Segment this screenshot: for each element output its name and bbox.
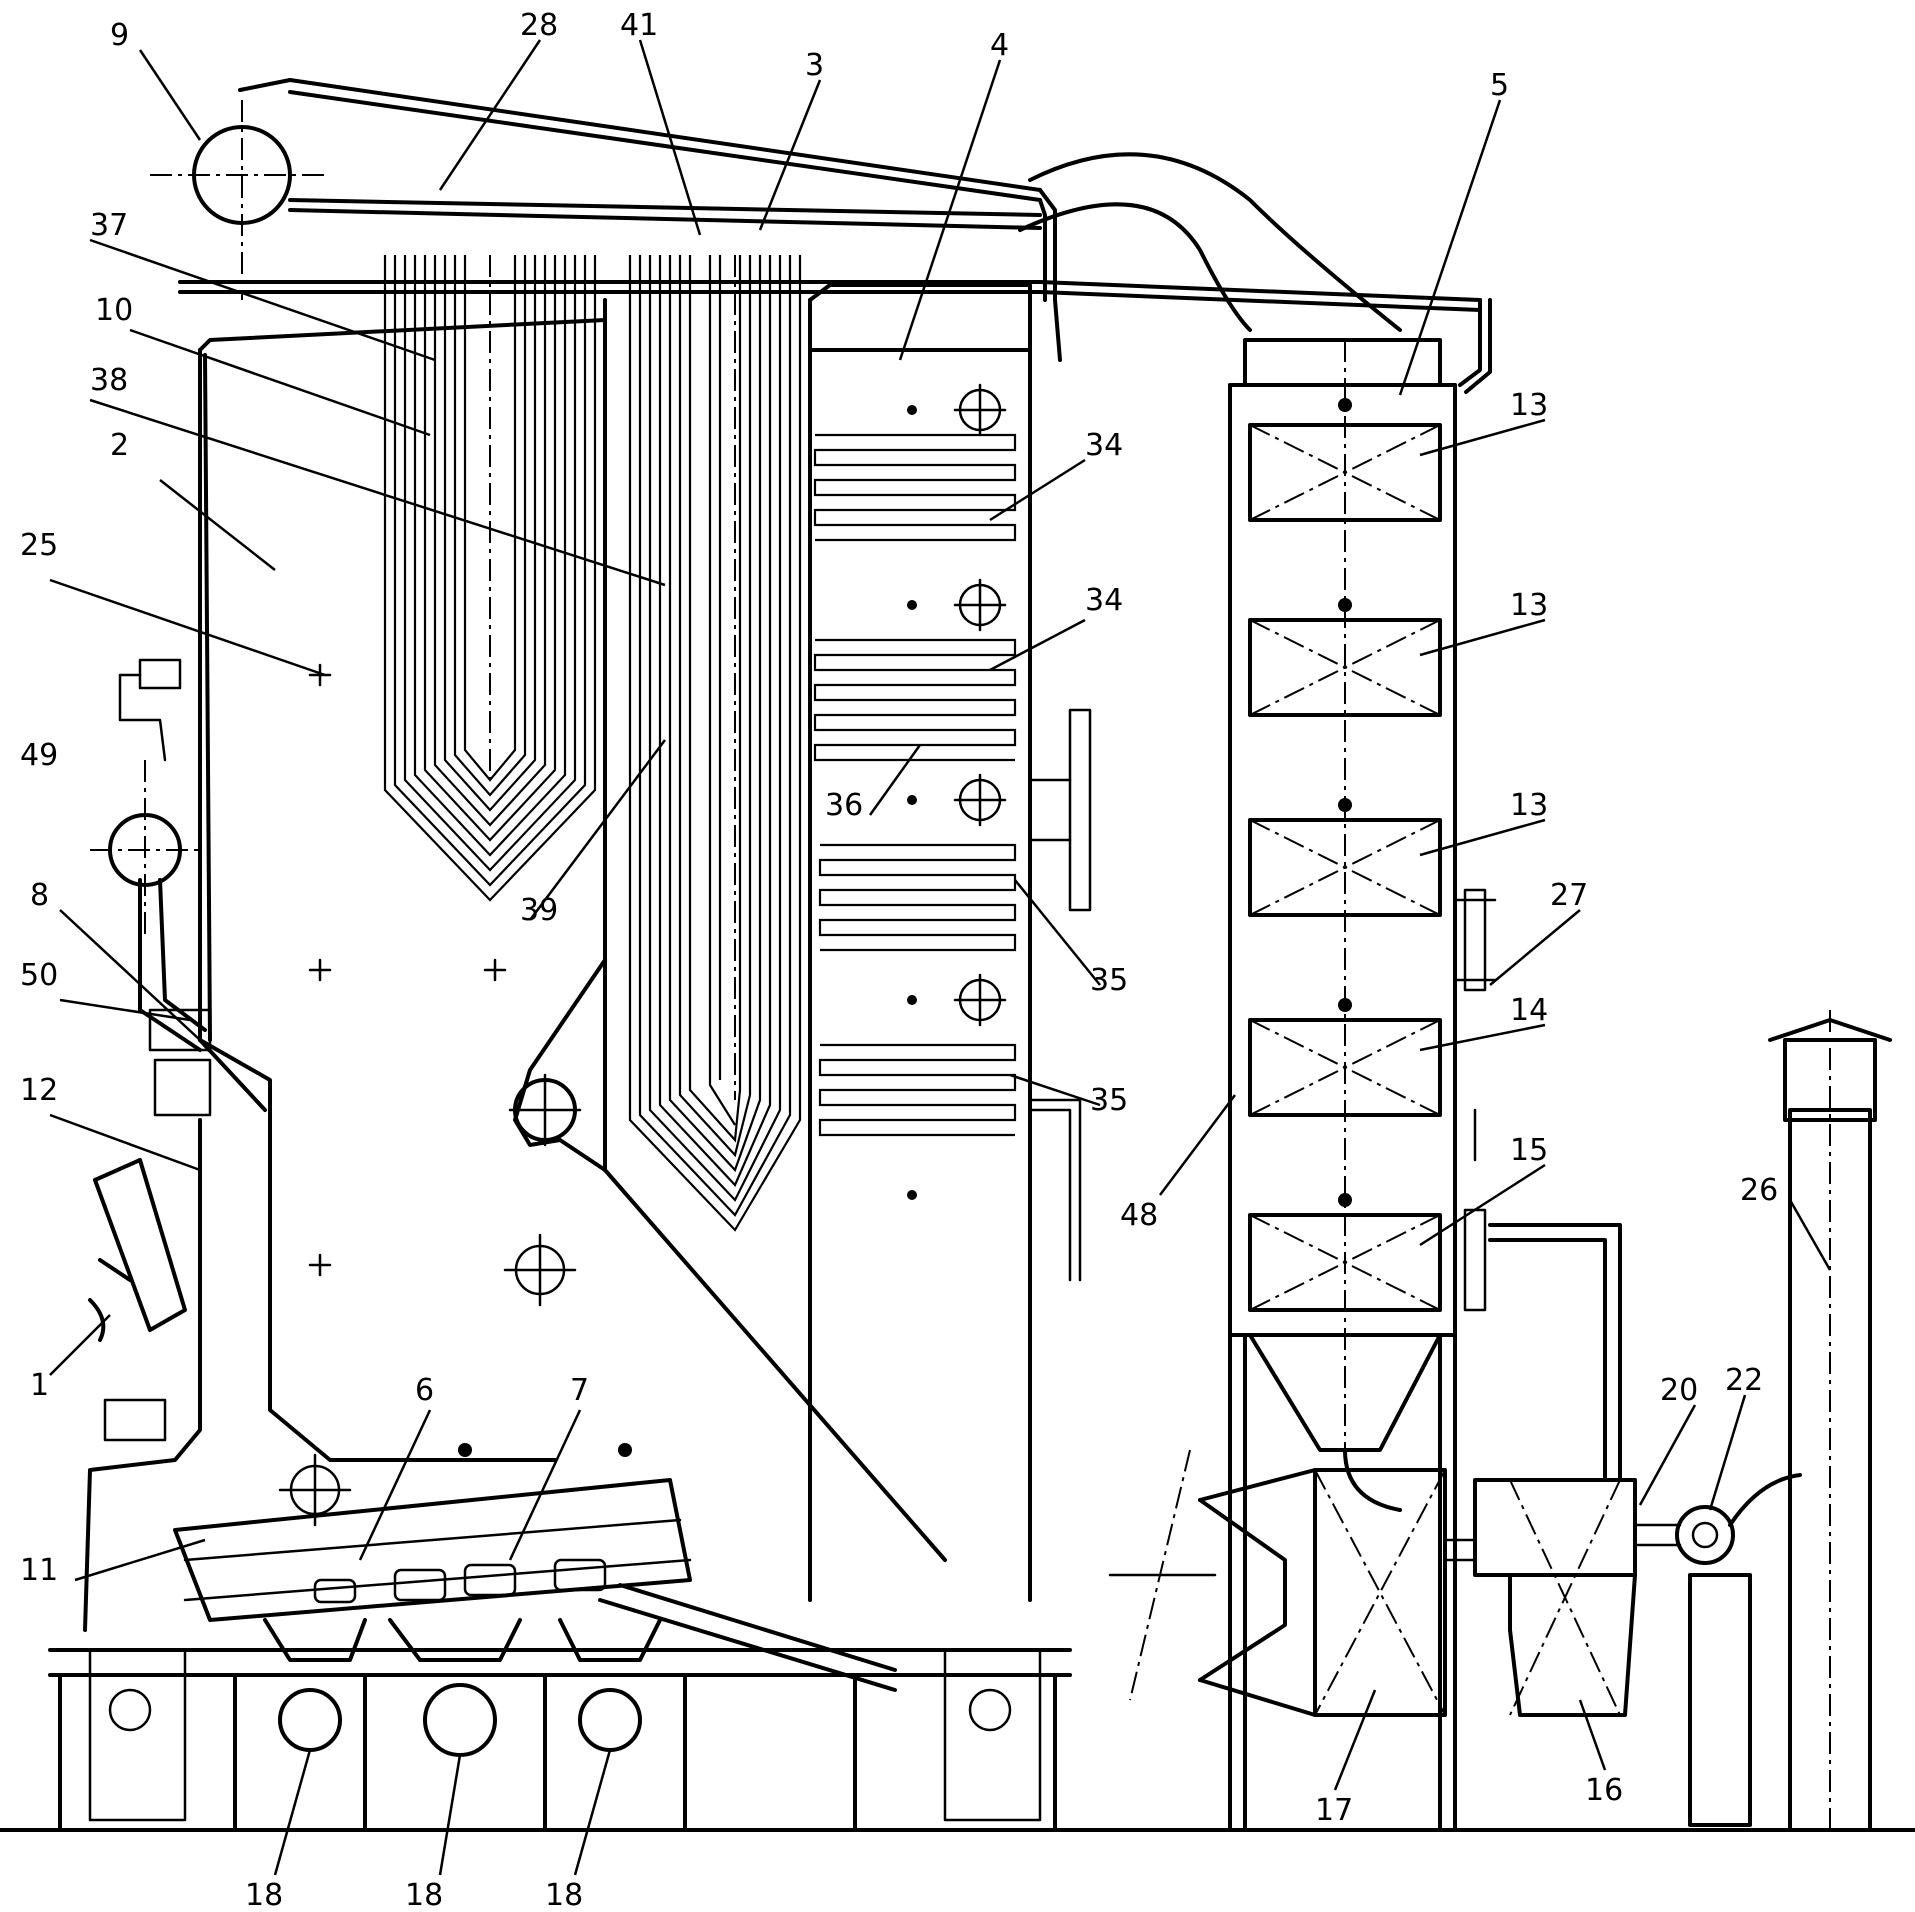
- label-18c: 18: [545, 1878, 583, 1912]
- rear-superheater: [603, 255, 802, 1232]
- label-10: 10: [95, 293, 133, 328]
- label-34b: 34: [1085, 583, 1123, 618]
- top-pipework: [288, 152, 1492, 394]
- label-34a: 34: [1085, 428, 1123, 463]
- economizer-tower: [1228, 338, 1457, 1470]
- label-6: 6: [415, 1373, 434, 1408]
- label-17: 17: [1315, 1793, 1353, 1828]
- convection-pass: [808, 283, 1032, 1602]
- label-13a: 13: [1510, 388, 1548, 423]
- gas-separator: [508, 1073, 582, 1147]
- steam-drum: [150, 78, 1042, 300]
- induced-draft-fan: [1633, 1473, 1802, 1827]
- base-frame: [0, 1648, 1915, 1832]
- label-4: 4: [990, 28, 1009, 63]
- label-38: 38: [90, 363, 128, 398]
- label-48: 48: [1120, 1198, 1158, 1233]
- label-27: 27: [1550, 878, 1588, 913]
- label-2: 2: [110, 428, 129, 463]
- label-1: 1: [30, 1368, 49, 1403]
- label-8: 8: [30, 878, 49, 913]
- label-18b: 18: [405, 1878, 443, 1912]
- label-49: 49: [20, 738, 58, 773]
- heat-exchanger-blocks: [1248, 398, 1442, 1312]
- label-7: 7: [570, 1373, 589, 1408]
- label-5: 5: [1490, 68, 1509, 103]
- label-22: 22: [1725, 1363, 1763, 1398]
- ash-hoppers: [263, 1618, 662, 1757]
- inspection-ports: [278, 383, 1007, 1527]
- label-50: 50: [20, 958, 58, 993]
- chimney: [1768, 1010, 1892, 1832]
- coil-bank-upper: [813, 433, 1017, 542]
- label-14: 14: [1510, 993, 1548, 1028]
- label-28: 28: [520, 8, 558, 43]
- label-13b: 13: [1510, 588, 1548, 623]
- label-37: 37: [90, 208, 128, 243]
- port-markers: [308, 663, 632, 1457]
- label-18a: 18: [245, 1878, 283, 1912]
- label-26: 26: [1740, 1173, 1778, 1208]
- label-39: 39: [520, 893, 558, 928]
- label-35b: 35: [1090, 1083, 1128, 1118]
- platen-superheater: [383, 255, 597, 902]
- label-25: 25: [20, 528, 58, 563]
- label-11: 11: [20, 1553, 58, 1588]
- side-header: [1028, 708, 1092, 1282]
- coal-feeder: [88, 658, 212, 1442]
- label-20: 20: [1660, 1373, 1698, 1408]
- label-3: 3: [805, 48, 824, 83]
- label-12: 12: [20, 1073, 58, 1108]
- coil-bank-lower: [818, 843, 1017, 1137]
- label-9: 9: [110, 18, 129, 53]
- label-36: 36: [825, 788, 863, 823]
- air-heater: [1108, 1448, 1447, 1717]
- label-16: 16: [1585, 1773, 1623, 1808]
- grate: [173, 1478, 897, 1692]
- dust-collector: [1443, 1223, 1637, 1717]
- label-13c: 13: [1510, 788, 1548, 823]
- coil-bank-mid: [813, 638, 1017, 762]
- callouts: 9 28 41 3 4 5 37 10 38 2 25 34 34 36 39 …: [20, 8, 1832, 1912]
- label-41: 41: [620, 8, 658, 43]
- label-35a: 35: [1090, 963, 1128, 998]
- label-15: 15: [1510, 1133, 1548, 1168]
- side-valves: [1453, 888, 1497, 1312]
- furnace: [83, 280, 1042, 1632]
- tower-hopper: [1228, 1333, 1457, 1832]
